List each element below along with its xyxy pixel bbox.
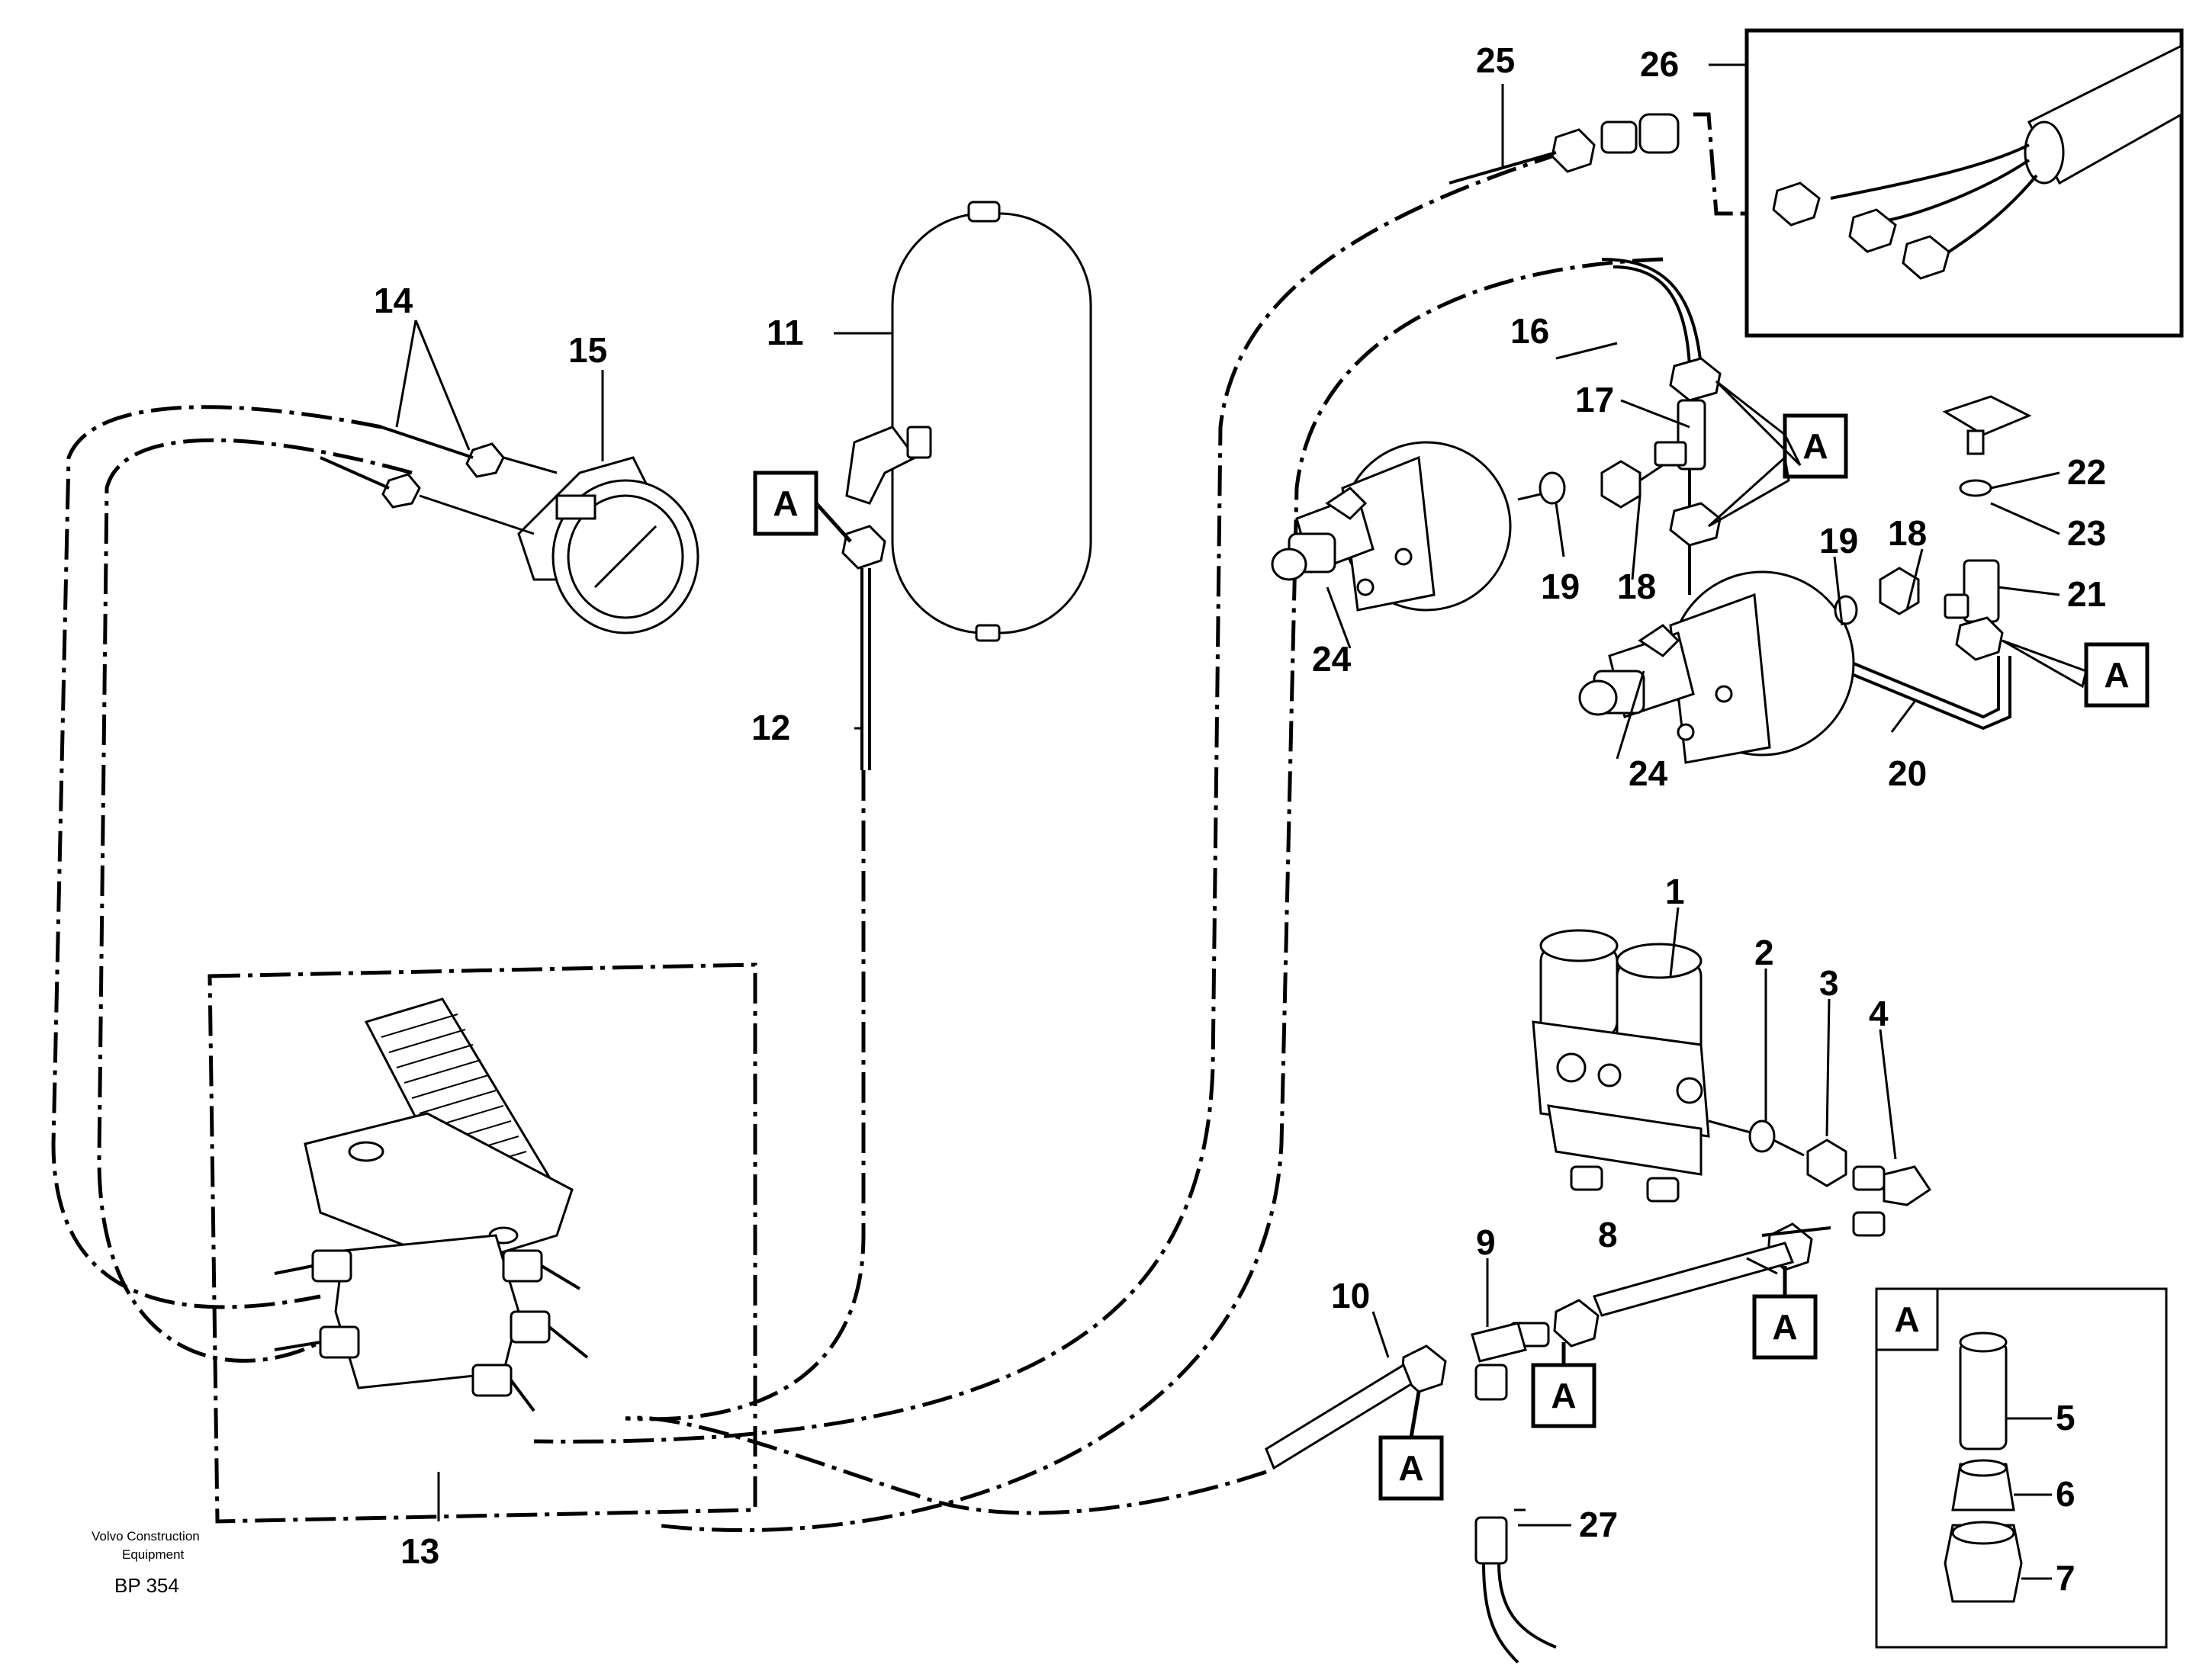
callout-4: 4 [1869,994,1889,1033]
air-reservoir [841,201,1092,770]
gauge-nut-upper [465,442,505,478]
callout-26: 26 [1640,44,1679,84]
footer: Volvo Construction Equipment BP 354 [92,1529,200,1597]
harness-nut-1 [1772,181,1821,226]
ref-a-detail: A [1894,1299,1919,1339]
ref-a-line-16: A [1802,426,1828,466]
callout-11: 11 [767,313,804,352]
callout-24-lower: 24 [1629,753,1668,793]
callout-8: 8 [1598,1215,1618,1254]
callout-19-lower: 19 [1819,521,1858,561]
callout-23: 23 [2067,513,2106,553]
footer-company-line2: Equipment [122,1547,185,1562]
callout-3: 3 [1819,963,1839,1003]
ref-a-tee-9: A [1551,1376,1576,1415]
ref-a-line-10: A [1398,1448,1423,1488]
callout-21: 21 [2067,574,2106,614]
leader-lines [395,63,2088,1580]
callout-24-upper: 24 [1312,639,1352,679]
callout-7: 7 [2056,1558,2076,1598]
brake-chamber-upper [1271,441,1512,612]
brake-pedal-valve [274,997,589,1412]
callout-13: 13 [400,1531,439,1571]
footer-code: BP 354 [114,1574,179,1597]
ref-a-line-8: A [1772,1307,1797,1347]
relay-valve [1532,929,1710,1203]
callout-19-upper: 19 [1541,567,1580,606]
ref-a-boxes: A A A A A A A [753,413,2150,1501]
callout-16: 16 [1510,311,1549,351]
callout-18-lower: 18 [1888,513,1927,553]
callout-22: 22 [2067,452,2106,492]
reservoir-nut [841,525,886,570]
harness-box [1744,28,2184,338]
lower-tee-fitting [1834,395,2032,731]
callout-18-upper: 18 [1617,567,1656,606]
callout-14: 14 [374,281,413,320]
brake-valve-box [207,962,757,1524]
pressure-gauge [320,426,699,634]
harness-nut-3 [1902,235,1950,280]
callout-15: 15 [568,330,607,370]
callout-17: 17 [1575,380,1614,419]
harness-nut-2 [1848,208,1897,253]
callout-9: 9 [1476,1222,1496,1262]
brake-chamber-lower [1578,570,1855,764]
footer-company-line1: Volvo Construction [92,1529,200,1543]
lower-connection-fittings [1265,1222,1831,1664]
callout-2: 2 [1754,933,1774,972]
line-16-and-tee-17 [1601,258,1722,595]
callout-27: 27 [1579,1505,1618,1544]
pipe-routes [51,112,1747,1533]
callout-5: 5 [2056,1398,2076,1437]
ref-a-tee-21: A [2104,655,2129,695]
callout-labels: 1 2 3 4 5 6 7 8 9 10 11 12 13 14 15 16 1… [374,40,2106,1598]
upper-washer-nut [1517,460,1664,509]
callout-1: 1 [1665,872,1685,911]
callout-20: 20 [1888,753,1927,793]
callout-12: 12 [751,708,790,747]
line-25-fittings [1449,113,1680,185]
gauge-nut-lower [381,473,421,509]
ref-a-reservoir: A [773,483,798,523]
callout-6: 6 [2056,1474,2076,1514]
detail-a-box [1875,1287,2168,1649]
callout-25: 25 [1476,40,1515,80]
relay-fittings [1708,1119,1932,1237]
callout-10: 10 [1331,1276,1370,1315]
